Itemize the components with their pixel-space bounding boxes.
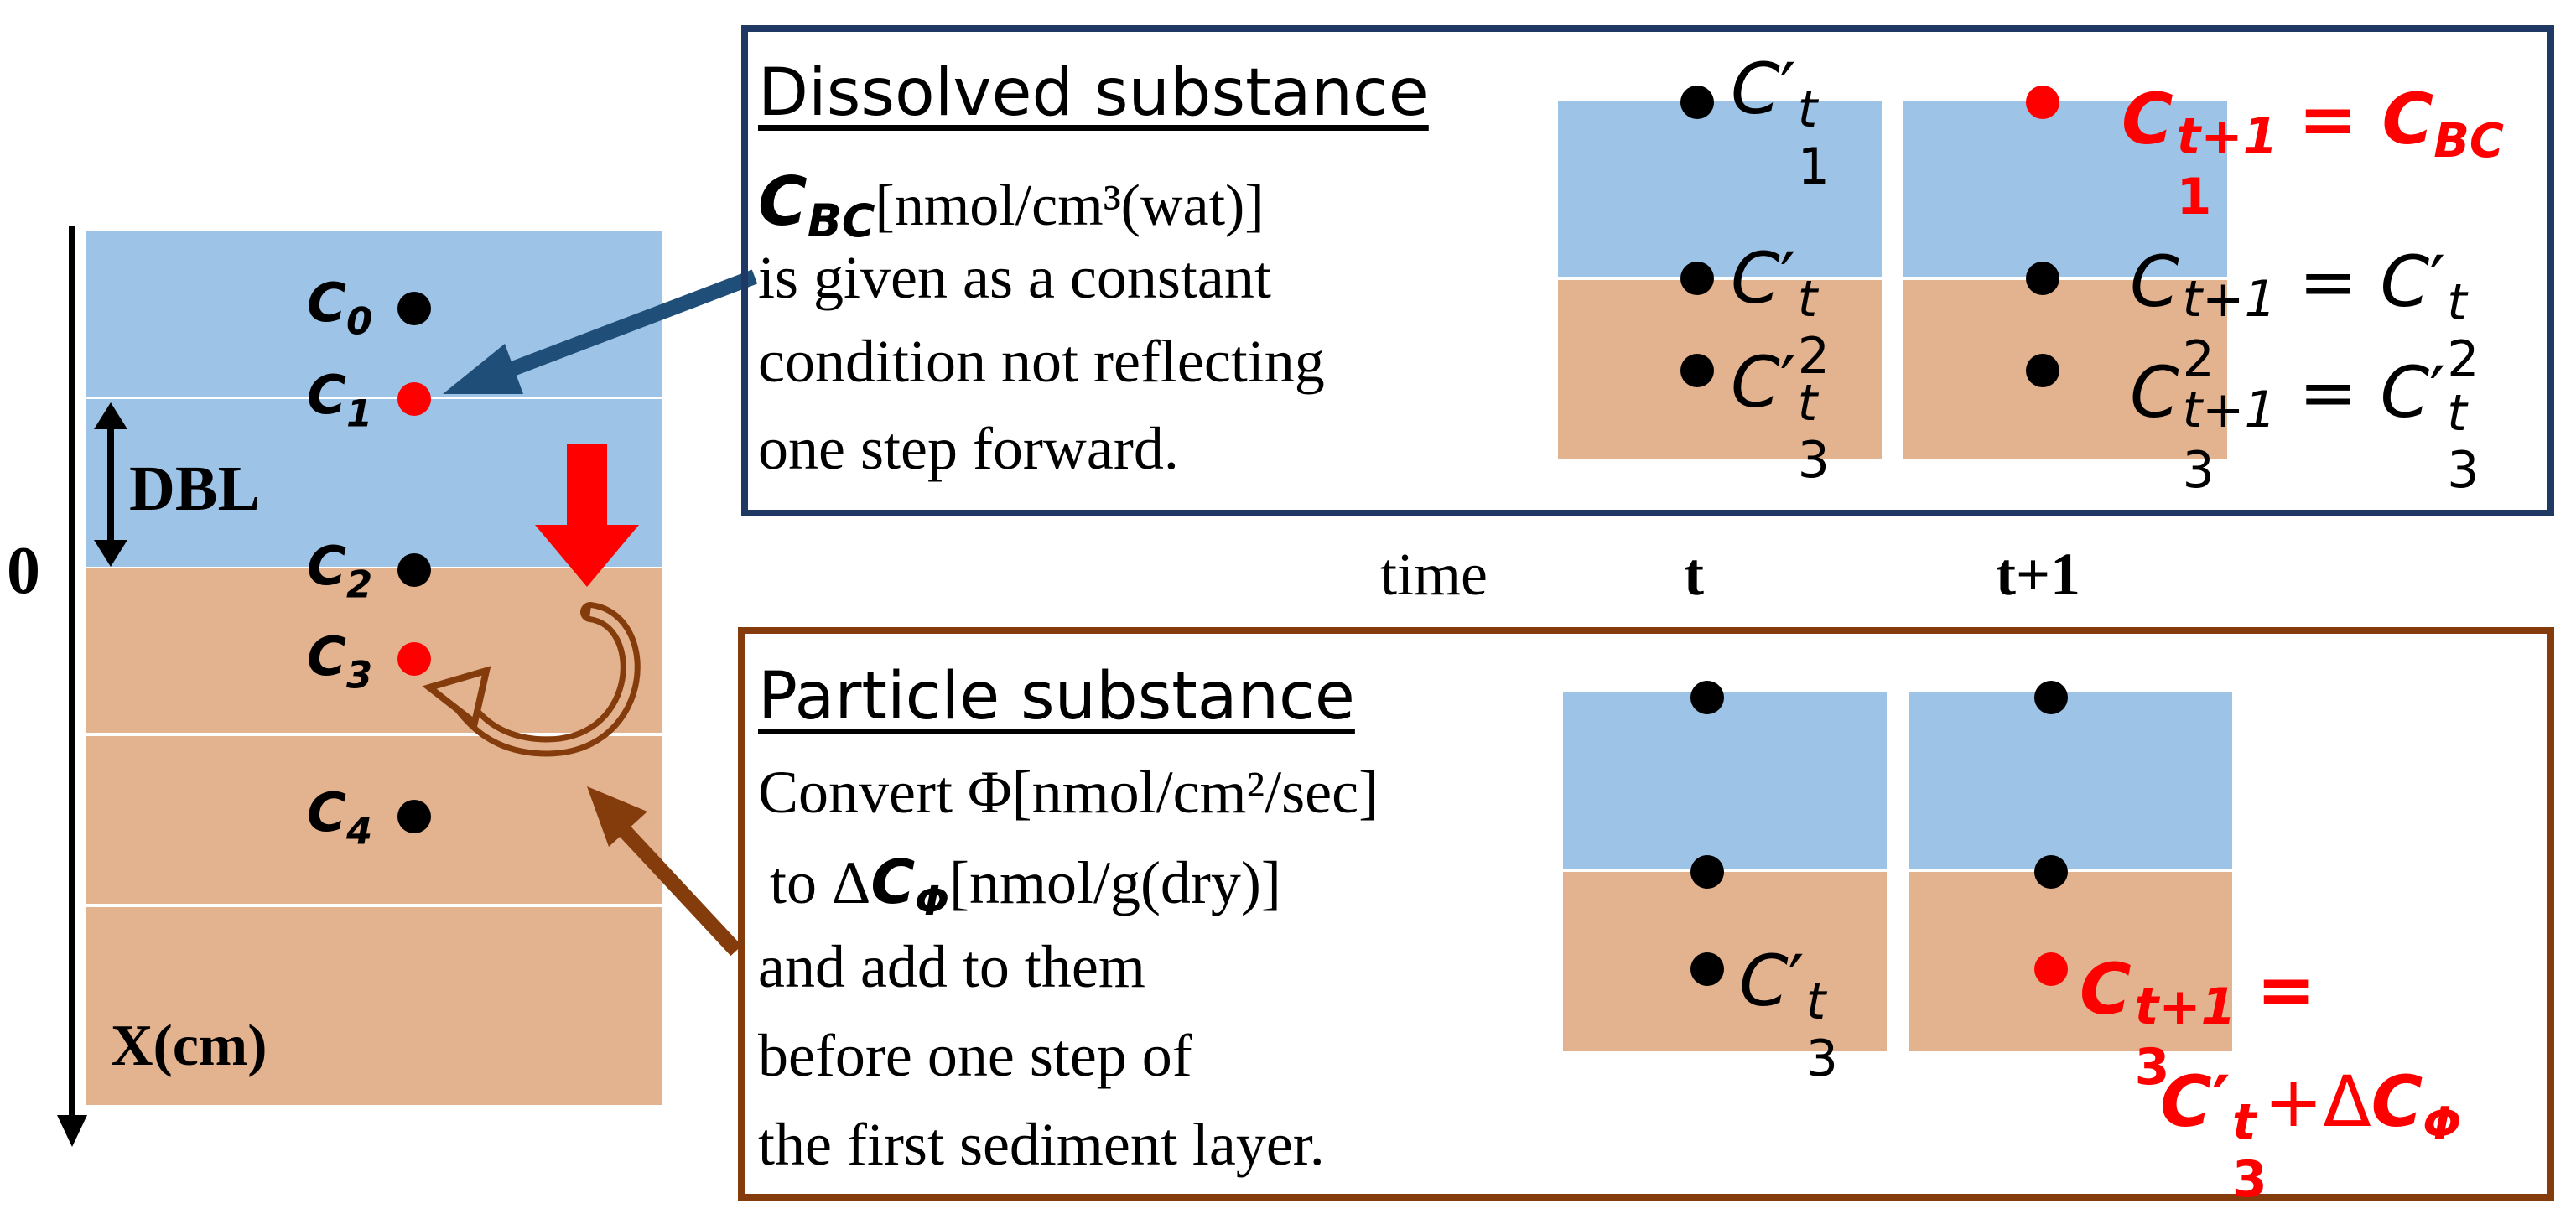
dissolved-t1-point-1 xyxy=(2026,86,2059,119)
dissolved-title: Dissolved substance xyxy=(758,55,1429,131)
dissolved-t1-water xyxy=(1903,101,2227,277)
depth-axis-arrowhead xyxy=(57,1115,87,1147)
c3-label: C3 xyxy=(307,626,373,698)
particle-line-2: to ΔCΦ[nmol/g(dry)] xyxy=(770,847,1281,925)
particle-t-water xyxy=(1563,692,1887,869)
dissolved-t1-point-2 xyxy=(2026,262,2059,295)
dissolved-t-water xyxy=(1558,101,1882,277)
blue-pointer-arrowhead xyxy=(443,344,523,394)
water-layer-top xyxy=(86,231,662,397)
dissolved-t1-sediment xyxy=(1903,280,2227,459)
dissolved-line-1: is given as a constant xyxy=(758,244,1271,311)
point-c3 xyxy=(397,642,431,676)
time-label: time xyxy=(1380,541,1488,608)
point-c2 xyxy=(397,553,431,587)
particle-line-5: the first sediment layer. xyxy=(758,1111,1325,1178)
c1-label: C1 xyxy=(307,365,373,436)
particle-t-sediment xyxy=(1563,872,1887,1051)
brown-pointer-arrow-line xyxy=(616,822,742,957)
particle-line-4: before one step of xyxy=(758,1022,1192,1089)
particle-line-1: Convert Φ[nmol/cm²/sec] xyxy=(758,759,1379,826)
particle-title: Particle substance xyxy=(758,659,1355,734)
cbc-sub: BC xyxy=(807,195,875,247)
dissolved-t-point-3 xyxy=(1680,354,1714,387)
red-flux-arrow xyxy=(535,444,639,587)
dbl-arrow-bottom xyxy=(94,540,127,567)
dissolved-line-3: one step forward. xyxy=(758,415,1179,482)
particle-t1-point-3 xyxy=(2034,952,2068,986)
c2-label: C2 xyxy=(307,536,373,607)
dissolved-t-sediment xyxy=(1558,280,1882,459)
depth-zero-label: 0 xyxy=(7,534,40,608)
dbl-label: DBL xyxy=(129,454,261,524)
c0-label: C0 xyxy=(307,272,373,344)
c4-label: C4 xyxy=(307,782,373,853)
point-c1 xyxy=(397,382,431,416)
dissolved-cbc-line: CBC[nmol/cm³(wat)] xyxy=(758,163,1265,247)
particle-line-3: and add to them xyxy=(758,933,1145,1000)
particle-t-point-2 xyxy=(1690,855,1724,889)
point-c4 xyxy=(397,800,431,833)
dissolved-t-point-2 xyxy=(1680,262,1714,295)
brown-pointer-arrowhead xyxy=(587,786,647,847)
sediment-layer-2 xyxy=(86,736,662,904)
axis-label: X(cm) xyxy=(111,1014,267,1078)
point-c0 xyxy=(397,292,431,325)
time-t1-label: t+1 xyxy=(1996,541,2081,608)
dissolved-panel xyxy=(741,25,2554,516)
dissolved-t1-point-3 xyxy=(2026,354,2059,387)
sediment-layer-1 xyxy=(86,568,662,733)
time-t-label: t xyxy=(1684,541,1704,608)
curved-arrow-head xyxy=(422,666,491,729)
particle-t1-point-1 xyxy=(2034,681,2068,714)
dissolved-t-point-1 xyxy=(1680,86,1714,119)
cbc-unit: [nmol/cm³(wat)] xyxy=(875,174,1265,238)
particle-t-point-3 xyxy=(1690,952,1724,986)
particle-t1-point-2 xyxy=(2034,855,2068,889)
particle-panel xyxy=(738,627,2554,1201)
dissolved-line-2: condition not reflecting xyxy=(758,328,1325,395)
blue-pointer-arrow-line xyxy=(491,269,758,383)
particle-t1-sediment xyxy=(1909,872,2232,1051)
sediment-layer-3 xyxy=(86,907,662,1105)
particle-t1-water xyxy=(1909,692,2232,869)
cbc-symbol: C xyxy=(758,163,808,241)
particle-t-point-1 xyxy=(1690,681,1724,714)
dbl-arrow-top xyxy=(94,402,127,429)
